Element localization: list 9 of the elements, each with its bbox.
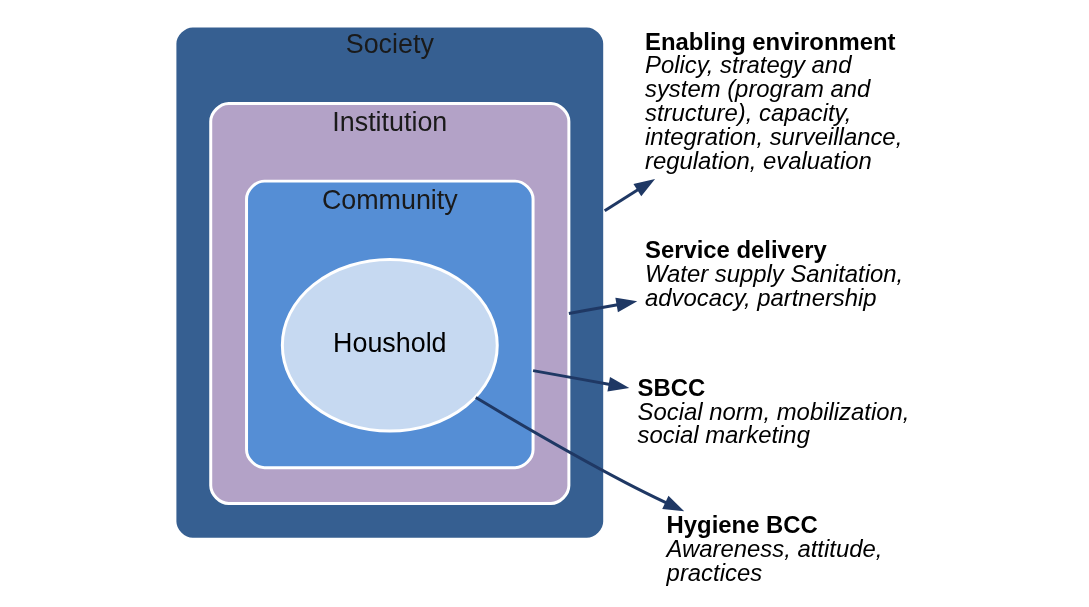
arrow [532,369,629,392]
node-text: Service delivery Water supply Sanitation, advocacy, partnership [644,236,903,312]
arrow [603,179,655,213]
arrow [474,396,684,512]
node-text: SBCC Social norm, mobilization, social marketing [637,373,909,449]
node-text: Hygiene BCC Awareness, attitude, practices [666,511,882,586]
arrow [568,297,637,315]
node-text: Enabling environment Policy, strategy and system (program and structure), capacity, integration, surveillance, regulation, evaluation [644,27,902,174]
node-ellipse: Houshold [280,258,499,433]
